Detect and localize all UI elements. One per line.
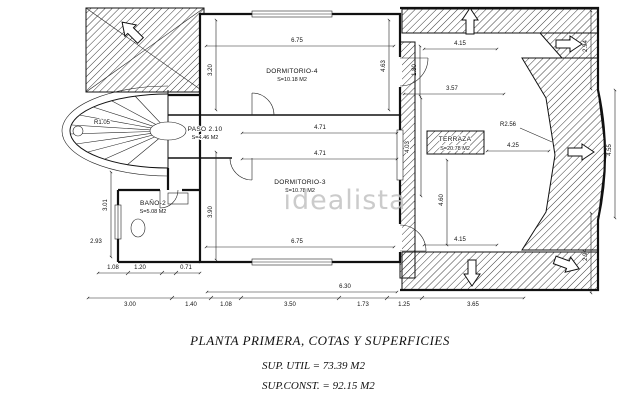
door-dormitorio4 xyxy=(251,92,275,116)
stair-inner-rail xyxy=(149,121,187,141)
chain-label-300: 3.00 xyxy=(124,302,136,308)
slope-arrow-up xyxy=(461,7,479,35)
dim-label-425: 4.25 xyxy=(507,143,519,149)
dim-label-390: 3.90 xyxy=(208,206,214,218)
room-area-terraza: S=20.78 M2 xyxy=(440,146,470,152)
stair-outer-arc xyxy=(69,93,169,169)
dim-label-terrace-bottom: 4.15 xyxy=(454,237,466,243)
door-terrace-bottom xyxy=(399,224,427,252)
bedroom-block-outline xyxy=(198,12,402,264)
stair-overhang-arc xyxy=(61,85,169,177)
roof-overhang-topleft xyxy=(85,7,205,93)
sup-util-text: SUP. UTIL = 73.39 M2 xyxy=(262,360,365,372)
slope-arrow-down xyxy=(463,259,481,287)
room-label-terraza: TERRAZA xyxy=(439,136,472,143)
page-title: PLANTA PRIMERA, COTAS Y SUPERFICIES xyxy=(189,333,450,348)
dim-label-293: 2.93 xyxy=(90,239,102,245)
dim-label-357: 3.57 xyxy=(446,86,458,92)
watermark-text: idealista xyxy=(284,185,407,216)
dim-label-top-width: 6.75 xyxy=(291,38,303,44)
terraza-label-box xyxy=(426,130,485,155)
sink-icon xyxy=(167,192,189,205)
room-label-paso: PASO 2.10 xyxy=(188,126,223,133)
room-area-paso: S=4.46 M2 xyxy=(192,135,219,141)
dim-label-403: 4.03 xyxy=(405,141,411,153)
toilet-icon xyxy=(130,218,146,238)
terrace-hatch-bay xyxy=(521,57,607,251)
chain-label-350: 3.50 xyxy=(284,302,296,308)
slope-arrow-topright xyxy=(555,35,583,53)
window-terrace-side xyxy=(396,129,404,181)
stair-newel-post xyxy=(72,125,84,137)
dim-label-120: 1.20 xyxy=(134,265,146,271)
title-block: PLANTA PRIMERA, COTAS Y SUPERFICIES SUP.… xyxy=(189,333,450,392)
chain-label-108: 1.08 xyxy=(220,302,232,308)
dim-label-180: 1.80 xyxy=(412,64,418,76)
door-opening-bottom xyxy=(398,224,402,252)
windows xyxy=(114,10,404,266)
slope-arrows xyxy=(461,7,595,287)
room-labels: DORMITORIO-4 S=10.18 M2 DORMITORIO-3 S=1… xyxy=(140,68,326,215)
small-chain-ticks xyxy=(125,270,179,276)
chain-label-173: 1.73 xyxy=(357,302,369,308)
door-dormitorio3 xyxy=(229,157,253,181)
bathroom-walls xyxy=(116,168,200,264)
dim-label-terrace-top: 4.15 xyxy=(454,41,466,47)
room-label-dormitorio3: DORMITORIO-3 xyxy=(274,179,326,186)
door-opening-top xyxy=(398,57,402,87)
room-label-dormitorio4: DORMITORIO-4 xyxy=(266,68,318,75)
dim-label-294-top: 2.94 xyxy=(583,40,589,52)
bottom-chain-ticks xyxy=(169,295,425,301)
door-bathroom xyxy=(159,189,179,209)
bathroom-fixtures xyxy=(130,192,189,238)
radius-leader xyxy=(519,127,553,143)
room-area-dormitorio4: S=10.18 M2 xyxy=(277,77,307,83)
dim-label-301: 3.01 xyxy=(103,199,109,211)
stair-treads xyxy=(69,95,169,166)
room-area-dormitorio3: S=10.78 M2 xyxy=(285,188,315,194)
chain-label-140: 1.40 xyxy=(185,302,197,308)
dim-label-320: 3.20 xyxy=(208,64,214,76)
slope-arrow-right xyxy=(567,143,595,161)
chain-label-125: 1.25 xyxy=(398,302,410,308)
paso-walls xyxy=(168,114,240,159)
dim-label-471-a: 4.71 xyxy=(314,125,326,131)
terrace-area: TERRAZA S=20.78 M2 xyxy=(399,6,607,292)
sup-const-text: SUP.CONST. = 92.15 M2 xyxy=(262,380,375,392)
chain-label-365: 3.65 xyxy=(467,302,479,308)
dim-label-630: 6.30 xyxy=(339,284,351,290)
slope-arrow xyxy=(121,21,145,45)
dimension-labels: 6.75 4.15 3.57 3.20 4.63 1.80 2.94 4.55 … xyxy=(90,38,613,308)
dimension-lines xyxy=(86,9,617,301)
dim-label-460: 4.60 xyxy=(439,194,445,206)
terrace-outline xyxy=(400,6,607,292)
roof-ridge-lines xyxy=(85,7,205,93)
room-area-bano2: S=5.08 M2 xyxy=(140,209,167,215)
room-label-bano2: BAÑO-2 xyxy=(140,198,166,207)
dim-label-radius-bay: R2.56 xyxy=(500,122,517,128)
terraza-label: TERRAZA S=20.78 M2 xyxy=(426,130,485,155)
dim-label-294-bottom: 2.94 xyxy=(583,249,589,261)
dim-label-bottom-width: 6.75 xyxy=(291,239,303,245)
terrace-hatch-top-band xyxy=(401,8,599,34)
dim-label-stair-radius: R1.05 xyxy=(94,120,111,126)
dim-label-471-b: 4.71 xyxy=(314,151,326,157)
dim-label-071: 0.71 xyxy=(180,265,192,271)
slope-arrow-bottomright xyxy=(552,255,581,273)
main-walls xyxy=(116,12,402,264)
dim-label-463: 4.63 xyxy=(381,60,387,72)
dim-label-455: 4.55 xyxy=(607,144,613,156)
stair: R1.05 xyxy=(61,85,187,177)
dim-label-108-left: 1.08 xyxy=(107,265,119,271)
